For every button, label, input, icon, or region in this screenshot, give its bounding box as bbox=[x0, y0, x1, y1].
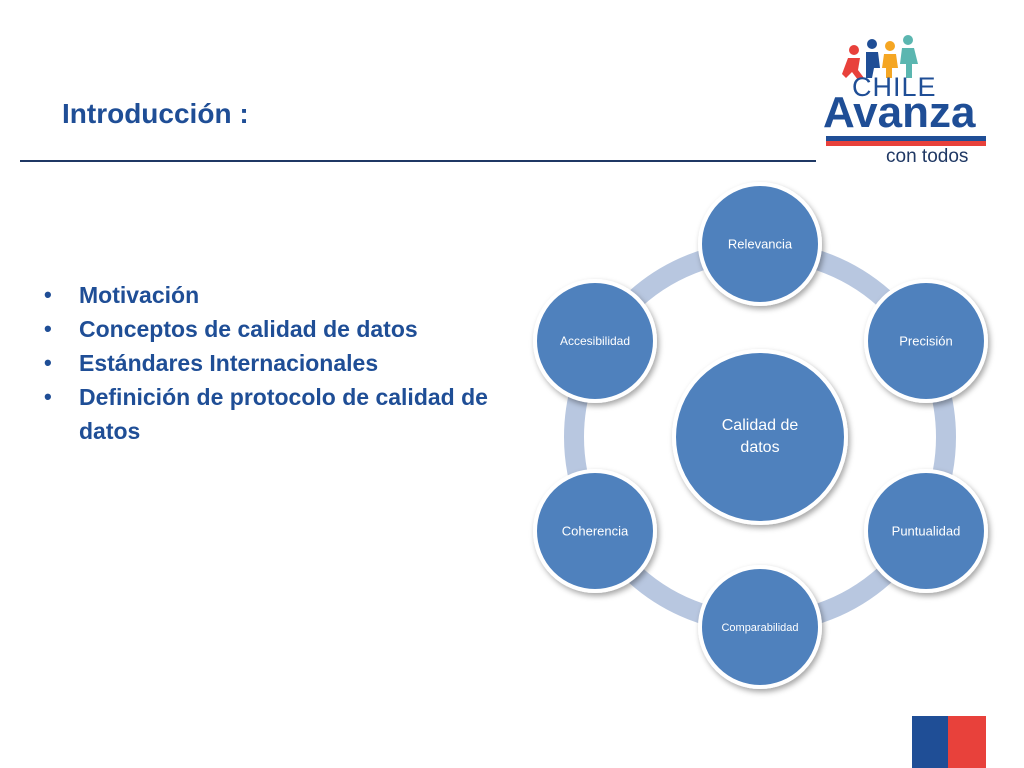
center-node: Calidad de datos bbox=[672, 349, 848, 525]
center-label-line1: Calidad de bbox=[722, 417, 799, 434]
logo-tagline: con todos bbox=[886, 146, 969, 167]
node-label: Precisión bbox=[899, 333, 952, 348]
node-label: Coherencia bbox=[562, 523, 629, 538]
node-coherencia: Coherencia bbox=[533, 469, 657, 593]
slide-title: Introducción : bbox=[62, 98, 249, 129]
node-relevancia: Relevancia bbox=[698, 182, 822, 306]
bullet-item: •Conceptos de calidad de datos bbox=[44, 312, 504, 346]
logo-chile-text: CHILE bbox=[852, 72, 937, 102]
node-label: Comparabilidad bbox=[721, 622, 798, 634]
quality-cycle-diagram: Calidad de datos Relevancia Precisión Pu… bbox=[533, 182, 988, 689]
center-label-line2: datos bbox=[740, 439, 779, 456]
node-comparabilidad: Comparabilidad bbox=[698, 565, 822, 689]
node-puntualidad: Puntualidad bbox=[864, 469, 988, 593]
chile-flag-icon bbox=[912, 716, 986, 768]
bullet-item: •Estándares Internacionales bbox=[44, 346, 504, 380]
node-precision: Precisión bbox=[864, 279, 988, 403]
bullet-item: •Definición de protocolo de calidad de d… bbox=[44, 380, 504, 448]
logo-people-icon bbox=[842, 35, 918, 80]
logo-stripe-red bbox=[826, 141, 986, 146]
bullet-icon: • bbox=[44, 282, 52, 307]
node-label: Relevancia bbox=[728, 236, 793, 251]
bullet-item: •Motivación bbox=[44, 278, 504, 312]
node-label: Puntualidad bbox=[892, 523, 961, 538]
bullet-list: •Motivación •Conceptos de calidad de dat… bbox=[44, 278, 504, 448]
bullet-icon: • bbox=[44, 316, 52, 341]
logo-stripe-blue bbox=[826, 136, 986, 141]
logo-avanza-text: Avanza bbox=[823, 88, 976, 137]
node-label: Accesibilidad bbox=[560, 334, 630, 348]
node-accesibilidad: Accesibilidad bbox=[533, 279, 657, 403]
bullet-icon: • bbox=[44, 384, 52, 409]
title-divider bbox=[20, 160, 816, 162]
bullet-icon: • bbox=[44, 350, 52, 375]
